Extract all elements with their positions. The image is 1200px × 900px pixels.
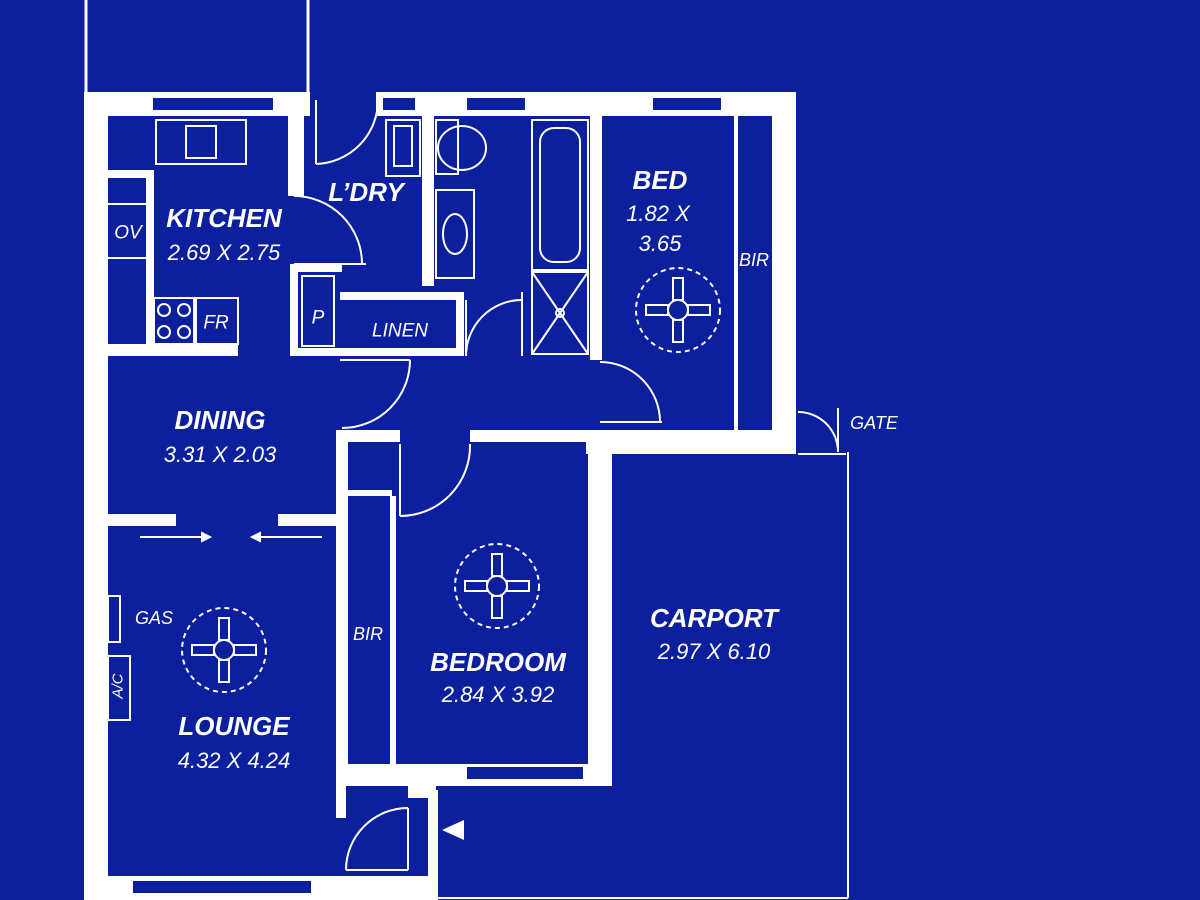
- carport-name: CARPORT: [649, 603, 779, 633]
- entry-arrow-icon: [442, 820, 464, 840]
- laundry-name: L’DRY: [328, 177, 404, 207]
- stove-icon: [153, 297, 195, 345]
- shower-icon: [531, 271, 589, 355]
- pantry-label: P: [311, 307, 325, 329]
- ceiling-fan-icon: [635, 267, 721, 353]
- wet-area-fixtures: [385, 119, 589, 355]
- laundry-tub-icon: [385, 119, 421, 177]
- kitchen-dims: 2.69 X 2.75: [167, 240, 281, 265]
- toilet-icon: [435, 119, 459, 175]
- shed-outline: [84, 0, 310, 94]
- bedroom-bir-label: BIR: [352, 624, 384, 644]
- lounge-fixtures: [107, 595, 131, 721]
- dining-name: DINING: [174, 405, 266, 435]
- oven-label: OV: [114, 222, 142, 244]
- fridge-box: [195, 297, 239, 345]
- bed-dims-2: 3.65: [638, 231, 682, 256]
- bedroom-dims: 2.84 X 3.92: [441, 682, 555, 707]
- bathtub-icon: [531, 119, 589, 271]
- dining-dims: 3.31 X 2.03: [163, 442, 277, 467]
- basin-icon: [435, 189, 475, 279]
- ceiling-fan-icon: [454, 543, 540, 629]
- lounge-dims: 4.32 X 4.24: [177, 748, 291, 773]
- gas-label: GAS: [134, 608, 174, 628]
- kitchen-fixtures: [105, 119, 335, 347]
- carport-outline: [436, 452, 849, 899]
- bed-name: BED: [632, 165, 688, 195]
- aircon-label: A/C: [109, 673, 127, 699]
- pantry-box: [301, 275, 335, 347]
- ceiling-fan-icon: [181, 607, 267, 693]
- sink-icon: [155, 119, 247, 165]
- kitchen-name: KITCHEN: [166, 203, 282, 233]
- lounge-name: LOUNGE: [178, 711, 290, 741]
- bedroom-name: BEDROOM: [430, 647, 566, 677]
- bed-dims-1: 1.82 X: [626, 201, 690, 226]
- carport-dims: 2.97 X 6.10: [657, 639, 771, 664]
- gate-label: GATE: [850, 413, 898, 433]
- bed-bir-label: BIR: [738, 250, 770, 270]
- windows: [131, 96, 723, 895]
- linen-label: LINEN: [372, 320, 428, 342]
- doors: [293, 99, 846, 871]
- oven-box: [105, 203, 151, 259]
- sliding-door-arrows: [140, 531, 322, 543]
- fridge-label: FR: [203, 312, 229, 334]
